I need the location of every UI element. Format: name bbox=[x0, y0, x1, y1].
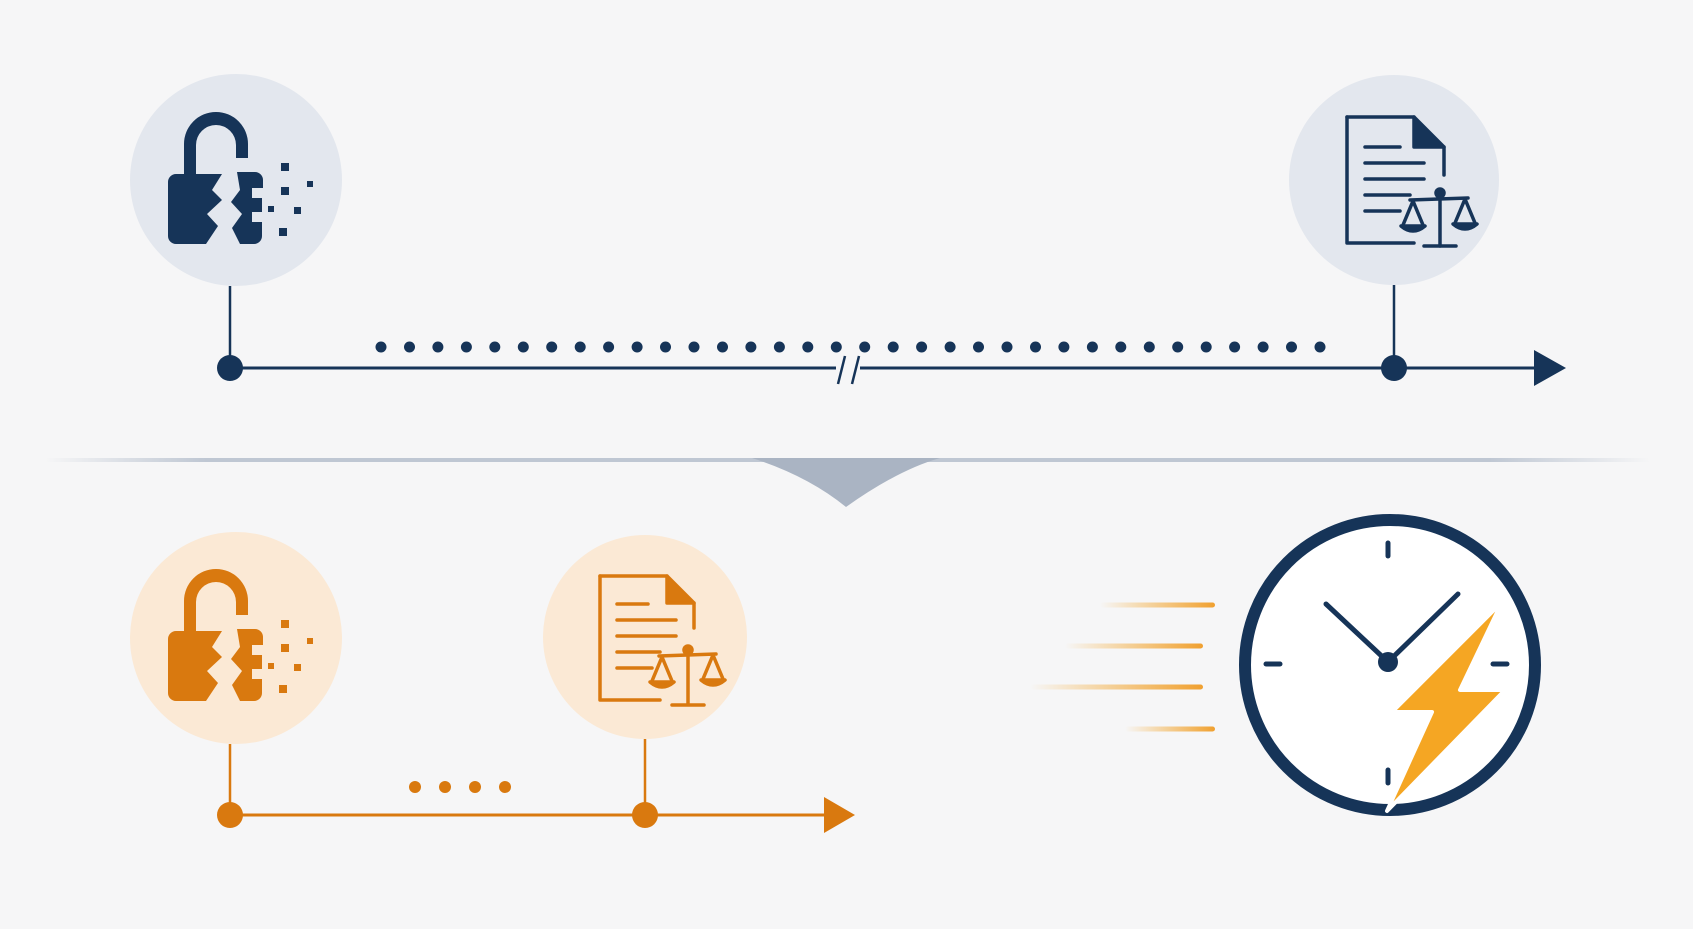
gap-dot bbox=[688, 341, 700, 353]
gap-dot bbox=[1001, 341, 1013, 353]
long-timeline-axis bbox=[236, 350, 1566, 386]
gap-dot bbox=[660, 341, 671, 353]
gap-dot bbox=[404, 341, 415, 353]
gap-dot bbox=[830, 341, 842, 353]
gap-dot bbox=[489, 341, 501, 353]
gap-dot bbox=[1086, 341, 1098, 353]
clock-hands bbox=[1323, 591, 1461, 665]
gap-dot bbox=[517, 341, 529, 353]
gap-dot bbox=[887, 341, 899, 353]
gap-dot bbox=[1172, 341, 1184, 353]
motion-line bbox=[1065, 643, 1203, 649]
long-timeline bbox=[130, 74, 1566, 386]
clock-center bbox=[1378, 652, 1398, 672]
gap-dot bbox=[469, 781, 481, 793]
gap-dot bbox=[375, 341, 387, 353]
end-event-marker bbox=[543, 535, 747, 828]
gap-dot bbox=[1200, 341, 1212, 353]
motion-line bbox=[1125, 726, 1215, 732]
start-event-circle bbox=[130, 74, 342, 286]
gap-dot bbox=[546, 341, 558, 353]
start-event-dot bbox=[217, 355, 243, 381]
short-timeline-gap-dots bbox=[409, 781, 511, 793]
axis-break-icon bbox=[836, 355, 861, 385]
gap-dot bbox=[859, 341, 871, 353]
long-timeline-gap-dots bbox=[375, 341, 1326, 353]
start-event-dot bbox=[217, 802, 243, 828]
gap-dot bbox=[773, 341, 785, 353]
gap-dot bbox=[1286, 341, 1297, 353]
legal-document-scales-icon bbox=[1345, 115, 1479, 248]
chevron-down-icon bbox=[752, 458, 940, 507]
gap-dot bbox=[460, 341, 472, 353]
gap-dot bbox=[1115, 341, 1127, 353]
gap-dot bbox=[944, 341, 956, 353]
gap-dot bbox=[432, 341, 444, 353]
gap-dot bbox=[802, 341, 814, 353]
gap-dot bbox=[1143, 341, 1155, 353]
lightning-bolt-icon bbox=[1385, 600, 1507, 813]
gap-dot bbox=[973, 341, 984, 353]
section-divider bbox=[45, 458, 1650, 507]
motion-lines bbox=[1030, 602, 1215, 732]
gap-dot bbox=[439, 781, 451, 793]
gap-dot bbox=[603, 341, 615, 353]
gap-dot bbox=[499, 781, 511, 793]
broken-lock-icon bbox=[168, 569, 313, 701]
speed-indicator bbox=[1030, 514, 1541, 816]
short-timeline bbox=[130, 532, 855, 833]
gap-dot bbox=[745, 341, 757, 353]
gap-dot bbox=[717, 341, 728, 353]
motion-line bbox=[1030, 684, 1203, 690]
axis-arrowhead bbox=[1534, 350, 1566, 386]
gap-dot bbox=[574, 341, 586, 353]
end-event-dot bbox=[1381, 355, 1407, 381]
legal-document-scales-icon bbox=[598, 574, 727, 707]
gap-dot bbox=[916, 341, 928, 353]
gap-dot bbox=[1229, 341, 1241, 353]
clock-icon bbox=[1239, 514, 1541, 816]
axis-arrowhead bbox=[824, 797, 855, 833]
short-timeline-axis bbox=[236, 797, 855, 833]
start-event-marker bbox=[130, 532, 342, 828]
start-event-marker bbox=[130, 74, 342, 381]
gap-dot bbox=[1257, 341, 1269, 353]
motion-line bbox=[1100, 602, 1215, 608]
gap-dot bbox=[1030, 341, 1041, 353]
end-event-dot bbox=[632, 802, 658, 828]
gap-dot bbox=[1058, 341, 1070, 353]
broken-lock-icon bbox=[168, 112, 313, 244]
gap-dot bbox=[409, 781, 421, 793]
gap-dot bbox=[631, 341, 643, 353]
gap-dot bbox=[1314, 341, 1326, 353]
end-event-marker bbox=[1289, 75, 1499, 381]
